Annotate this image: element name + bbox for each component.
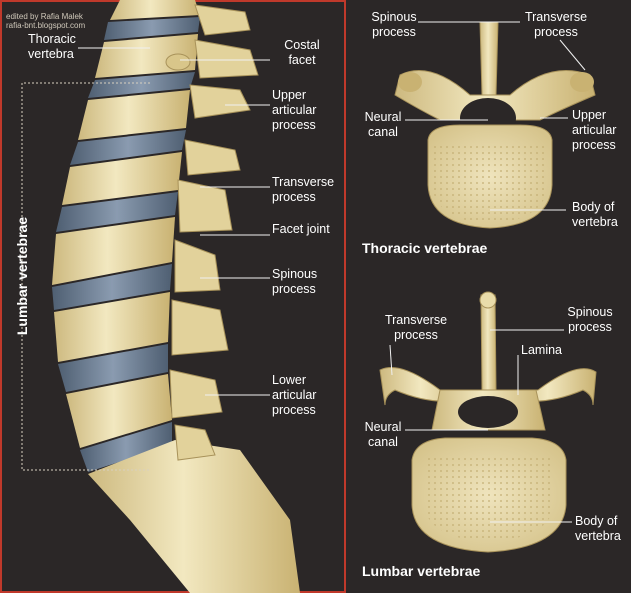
thoracic-vertebra-drawing <box>394 21 596 229</box>
lumbar-label-spinous: Spinous process <box>567 305 613 334</box>
watermark-text: edited by Rafia Malek rafia-bnt.blogspot… <box>6 12 86 30</box>
lumbar-label-lamina: Lamina <box>521 343 562 357</box>
lumbar-label-transverse: Transverse process <box>384 313 448 342</box>
leader-lines-spine <box>78 47 270 396</box>
label-transverse-process: Transverse process <box>272 175 335 204</box>
thoracic-title: Thoracic vertebrae <box>362 240 488 256</box>
thoracic-label-transverse: Transverse process <box>524 10 588 39</box>
lumbar-title: Lumbar vertebrae <box>362 563 481 579</box>
lumbar-bracket <box>21 82 150 471</box>
thoracic-label-neural-canal: Neural canal <box>364 110 402 139</box>
label-lower-articular-process: Lower articular process <box>272 373 317 417</box>
label-facet-joint: Facet joint <box>272 222 330 236</box>
posterior-processes <box>165 4 259 461</box>
thoracic-label-spinous: Spinous process <box>371 10 417 39</box>
thoracic-label-body: Body of vertebra <box>572 200 618 229</box>
label-lumbar-vertebrae-vertical: Lumbar vertebrae <box>14 216 30 336</box>
thoracic-label-upper-articular: Upper articular process <box>572 108 617 152</box>
leader-lines-right <box>389 21 586 523</box>
lumbar-label-neural-canal: Neural canal <box>364 420 402 449</box>
lumbar-vertebra-drawing <box>379 291 597 553</box>
spine-column <box>52 0 300 593</box>
lumbar-label-body: Body of vertebra <box>575 514 621 543</box>
label-costal-facet: Costal facet <box>284 38 320 67</box>
label-spinous-process: Spinous process <box>272 267 318 296</box>
label-upper-articular-process: Upper articular process <box>272 88 317 132</box>
label-thoracic-vertebra: Thoracic vertebra <box>28 32 76 61</box>
